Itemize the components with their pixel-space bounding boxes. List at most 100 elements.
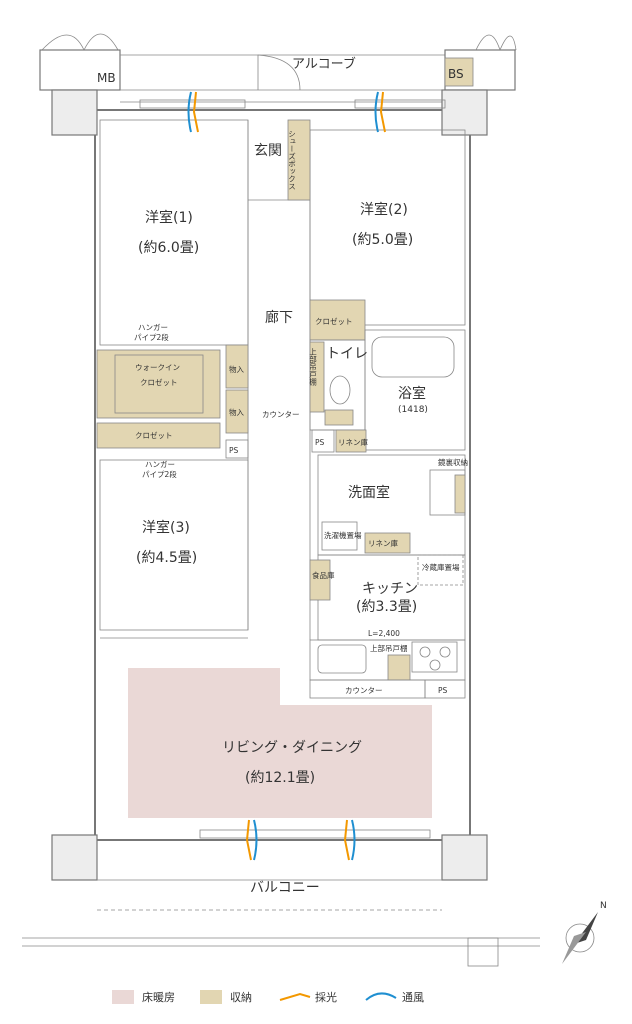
label-western2-size: (約5.0畳) <box>352 232 413 248</box>
burner-3 <box>429 659 441 671</box>
label-linen-2: リネン庫 <box>368 538 398 548</box>
window-room2 <box>354 99 446 109</box>
compass-north: N <box>600 901 607 911</box>
legend-light-icon <box>279 992 311 1001</box>
legend-label-light: 採光 <box>315 990 337 1004</box>
legend-label-storage: 収納 <box>230 991 252 1004</box>
label-hanger2-a: ハンガー <box>145 459 175 469</box>
light-icon <box>245 819 252 861</box>
floor-heating-area <box>128 668 432 818</box>
column-top-left <box>51 89 98 136</box>
mirror-storage <box>454 474 466 514</box>
compass-circle <box>565 923 595 953</box>
western-room-1 <box>99 119 249 346</box>
label-fridge: 冷蔵庫置場 <box>422 562 460 572</box>
label-ps-kitchen: PS <box>438 686 448 695</box>
label-alcove: アルコーブ <box>292 56 356 72</box>
legend-item-heating: 床暖房 <box>112 990 175 1004</box>
compass: N <box>562 901 607 964</box>
label-toilet-shelf: 上部吊戸棚 <box>308 348 317 387</box>
wind-icon <box>374 91 379 133</box>
label-bath-size: (1418) <box>398 405 428 415</box>
legend-swatch-heating <box>112 990 134 1004</box>
bs-box <box>444 57 474 87</box>
walkin-closet <box>96 349 221 419</box>
label-counter-kitchen: カウンター <box>345 686 383 695</box>
label-shoe-box: シューズボックス <box>287 130 296 190</box>
outer-wall <box>94 109 471 841</box>
light-wind-room2 <box>374 91 386 133</box>
western-room-3 <box>99 459 249 631</box>
label-genkan: 玄関 <box>254 142 282 159</box>
legend-swatch-storage <box>200 990 222 1004</box>
label-storage-2: 物入 <box>229 407 244 417</box>
window-living <box>199 829 431 839</box>
western-room-2 <box>309 129 466 326</box>
bathroom <box>364 329 466 451</box>
light-icon <box>379 91 386 133</box>
label-western1-size: (約6.0畳) <box>138 240 199 256</box>
label-walkin-a: ウォークイン <box>135 363 180 372</box>
light-wind-living-2 <box>343 819 356 861</box>
burner-2 <box>439 646 451 658</box>
label-hallway: 廊下 <box>265 309 293 326</box>
label-storage-1: 物入 <box>229 364 244 374</box>
label-closet-room3: クロゼット <box>135 430 173 440</box>
wind-icon <box>253 819 258 861</box>
label-closet-room2: クロゼット <box>315 316 353 326</box>
label-kitchen-name: キッチン <box>362 581 418 597</box>
closet-room3 <box>96 422 221 449</box>
legend-item-wind: 通風 <box>365 991 424 1004</box>
mb-box <box>39 49 121 91</box>
bathtub <box>371 336 455 378</box>
label-walkin-b: クロゼット <box>140 377 178 387</box>
ps-box-toilet <box>311 429 335 453</box>
label-toilet: トイレ <box>326 346 368 362</box>
kitchen-upper-storage <box>387 654 411 681</box>
ps-box-hall <box>225 439 249 459</box>
shoe-box <box>287 119 311 201</box>
label-washroom: 洗面室 <box>348 484 390 501</box>
light-icon <box>343 819 350 861</box>
storage-1 <box>225 344 249 389</box>
legend-label-wind: 通風 <box>402 991 424 1004</box>
label-pantry: 食品庫 <box>312 570 335 580</box>
storage-2 <box>225 389 249 434</box>
legend-label-heating: 床暖房 <box>142 990 175 1004</box>
label-western3-name: 洋室(3) <box>142 519 190 536</box>
balcony-hatch <box>467 937 499 967</box>
label-mb: MB <box>97 71 116 85</box>
linen-storage-2 <box>364 532 411 554</box>
legend-item-storage: 収納 <box>200 990 252 1004</box>
bs-door-swing <box>475 34 517 51</box>
burner-1 <box>419 646 431 658</box>
mb-door-swing <box>41 33 119 51</box>
label-mirror-storage: 鏡裏収納 <box>438 457 468 467</box>
label-ps-hall: PS <box>229 446 239 455</box>
stove <box>411 641 458 673</box>
label-bath-name: 浴室 <box>398 385 426 402</box>
label-balcony: バルコニー <box>250 880 320 896</box>
legend-item-light: 採光 <box>279 990 337 1004</box>
toilet-counter-storage <box>324 409 354 426</box>
column-bottom-left <box>51 834 98 881</box>
wind-icon <box>187 91 192 133</box>
ps-box-kitchen <box>424 679 466 699</box>
toilet-bowl <box>329 375 351 405</box>
light-icon <box>192 91 199 133</box>
label-bs: BS <box>448 67 464 81</box>
fridge-space <box>417 554 464 586</box>
wind-icon <box>351 819 356 861</box>
light-wind-room1 <box>187 91 199 133</box>
label-western2-name: 洋室(2) <box>360 201 408 218</box>
label-western3-size: (約4.5畳) <box>136 550 197 566</box>
light-wind-living-1 <box>245 819 258 861</box>
label-hanger1-b: パイプ2段 <box>134 332 169 342</box>
label-washer: 洗濯機置場 <box>324 530 362 540</box>
label-hanger1-a: ハンガー <box>138 322 168 332</box>
walkin-inner <box>114 354 204 414</box>
label-kitchen-upper: 上部吊戸棚 <box>370 643 408 653</box>
label-ps-toilet: PS <box>315 438 325 447</box>
toilet-upper-shelf <box>309 341 325 413</box>
entry-door-swing <box>257 54 301 91</box>
